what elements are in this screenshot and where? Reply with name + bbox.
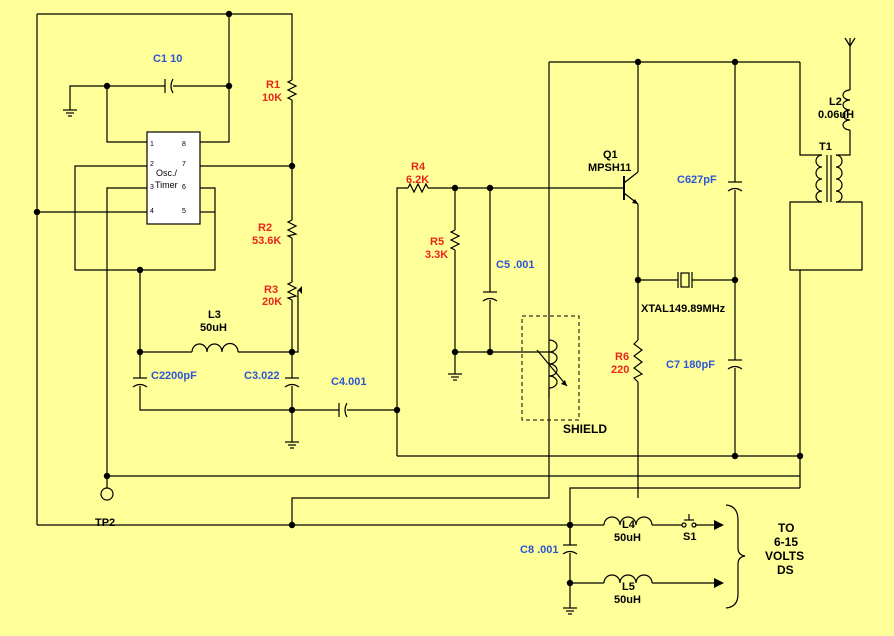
- c4-label: C4.001: [331, 376, 366, 388]
- ground-symbol: [285, 441, 299, 449]
- resistor-r5: [449, 229, 461, 251]
- capacitor-c1: [164, 78, 174, 94]
- resistor-r4: [407, 182, 429, 194]
- r5-name: R5: [430, 236, 444, 248]
- middle-wiring: [291, 61, 800, 525]
- c7-label: C7 180pF: [666, 359, 715, 371]
- resistor-r1: [286, 79, 298, 101]
- shield-label: SHIELD: [563, 422, 607, 436]
- ic-pin-5: 5: [182, 208, 186, 215]
- transistor-q1: [623, 62, 639, 498]
- s1-label: S1: [683, 531, 696, 543]
- ic-pin-4: 4: [150, 208, 154, 215]
- c5-label: C5 .001: [496, 259, 535, 271]
- resistor-r2: [286, 219, 298, 239]
- l3-value: 50uH: [200, 322, 227, 334]
- variable-inductor: [548, 339, 558, 389]
- capacitor-c7: [727, 359, 743, 370]
- q1-value: MPSH11: [588, 162, 631, 174]
- capacitor-c3: [284, 377, 300, 388]
- l5-name: L5: [622, 581, 635, 593]
- ic-pin-1: 1: [150, 141, 154, 148]
- capacitor-c4: [338, 402, 348, 418]
- r4-name: R4: [411, 161, 426, 173]
- junction-dots: [33, 10, 804, 587]
- ic-name-line2: Timer: [155, 180, 178, 190]
- capacitor-c5: [482, 291, 498, 302]
- supply-line-2: 6-15: [774, 535, 798, 549]
- tp2-label: TP2: [95, 517, 115, 529]
- inductor-l2: [842, 89, 851, 131]
- ic-pin-7: 7: [182, 161, 186, 168]
- resistor-r6: [632, 339, 644, 383]
- ground-symbol: [63, 109, 77, 117]
- c2-label: C2200pF: [151, 370, 197, 382]
- capacitor-c6: [727, 181, 743, 192]
- r1-name: R1: [266, 79, 280, 91]
- xtal-label: XTAL149.89MHz: [641, 303, 726, 315]
- arrow-icon: [714, 520, 724, 530]
- c1-label: C1 10: [153, 53, 182, 65]
- left-wiring: [36, 13, 800, 526]
- test-point-tp2: [100, 487, 114, 501]
- transformer-t1: [815, 154, 843, 203]
- r2-value: 53.6K: [252, 235, 281, 247]
- ground-symbol: [563, 607, 577, 615]
- c8-label: C8 .001: [520, 544, 559, 556]
- r2-name: R2: [258, 222, 272, 234]
- crystal-xtal: [638, 272, 735, 288]
- ic-pin-3: 3: [150, 184, 154, 191]
- shield-box: [521, 315, 580, 421]
- c6-label: C627pF: [677, 174, 717, 186]
- ic-pin-6: 6: [182, 184, 186, 191]
- r3-name: R3: [264, 284, 278, 296]
- ic-pin-2: 2: [150, 161, 154, 168]
- arrow-icon: [714, 578, 724, 588]
- r1-value: 10K: [262, 92, 282, 104]
- supply-line-3: VOLTS: [765, 549, 804, 563]
- ic-name-line1: Osc./: [156, 168, 178, 178]
- r3-value: 20K: [262, 296, 282, 308]
- supply-line-1: TO: [778, 521, 794, 535]
- l3-name: L3: [208, 309, 221, 321]
- capacitor-c2: [132, 377, 148, 388]
- r6-value: 220: [611, 364, 629, 376]
- r4-value: 6.2K: [406, 174, 429, 186]
- ic-pin-8: 8: [182, 141, 186, 148]
- l2-name: L2: [829, 96, 842, 108]
- capacitor-c8: [562, 544, 578, 555]
- c3-label: C3.022: [244, 370, 279, 382]
- switch-s1: [681, 514, 697, 528]
- r5-value: 3.3K: [425, 249, 448, 261]
- q1-name: Q1: [603, 149, 618, 161]
- supply-line-4: DS: [777, 563, 794, 577]
- t1-label: T1: [819, 141, 832, 153]
- r6-name: R6: [615, 351, 629, 363]
- osc-timer-ic: 1 2 3 4 5 6 7 8 Osc./ Timer: [146, 131, 201, 225]
- inductor-l3: [191, 342, 239, 353]
- inductor-l5: [603, 574, 653, 584]
- inductor-l4: [603, 516, 653, 526]
- antenna-icon: [844, 37, 856, 47]
- resistor-r3: [286, 281, 298, 301]
- ground-symbol: [448, 373, 462, 381]
- brace-icon: [725, 504, 746, 609]
- l5-value: 50uH: [614, 594, 641, 606]
- l4-value: 50uH: [614, 532, 641, 544]
- l4-name: L4: [622, 519, 636, 531]
- t1-wiring: [569, 46, 863, 545]
- l2-value: 0.06uH: [818, 109, 854, 121]
